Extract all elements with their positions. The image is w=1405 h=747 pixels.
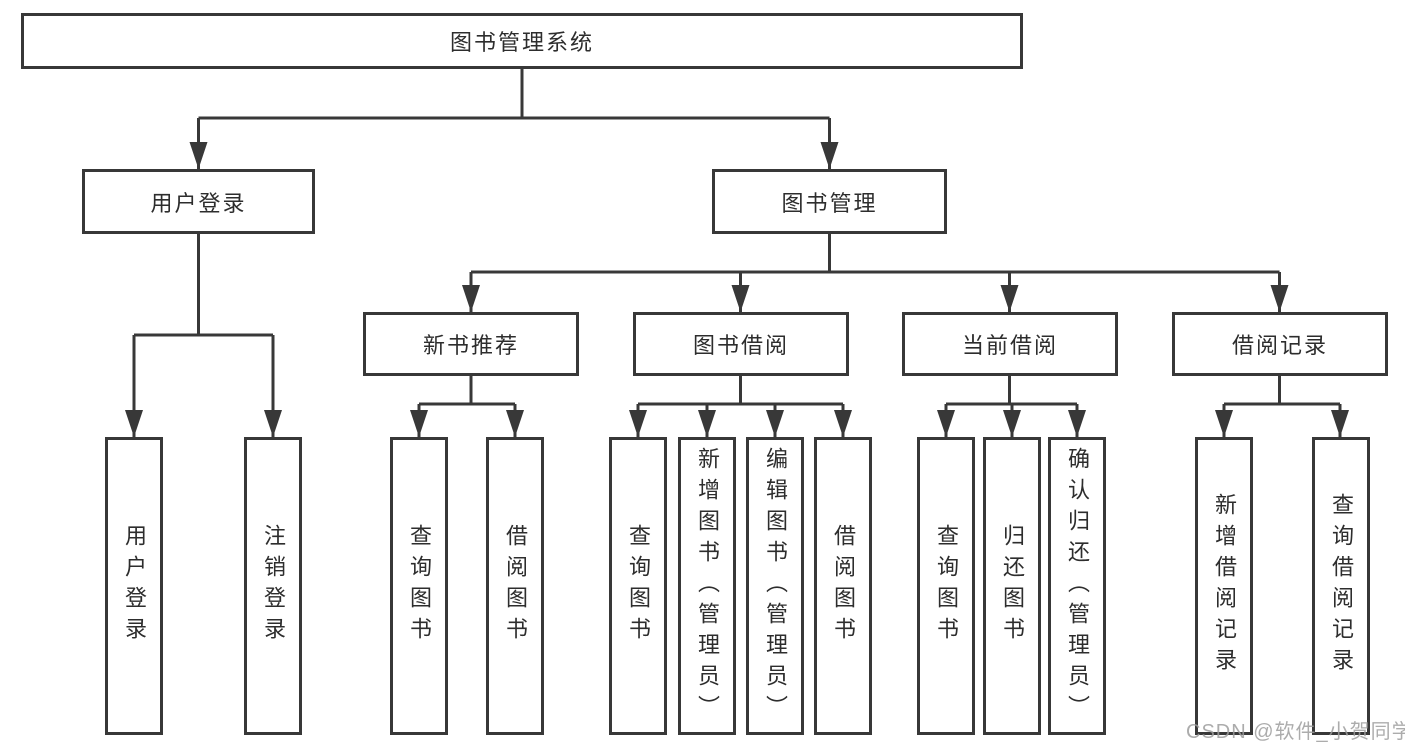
node-borrow-records: 借阅记录 — [1172, 312, 1388, 376]
node-borrow-records-label: 借阅记录 — [1231, 333, 1328, 358]
leaf-current-query-book-label: 查询图书 — [934, 524, 959, 648]
node-new-book-recommend: 新书推荐 — [363, 312, 579, 376]
connector-current-borrow-to-leaves — [937, 376, 1086, 437]
node-current-borrow: 当前借阅 — [902, 312, 1118, 376]
leaf-user-login: 用户登录 — [105, 437, 163, 735]
node-user-login-label: 用户登录 — [150, 190, 247, 216]
connector-book-mgmt-to-level3 — [462, 234, 1289, 312]
connector-root-to-level2 — [189, 69, 839, 169]
leaf-add-borrow-record-label: 新增借阅记录 — [1212, 493, 1237, 679]
leaf-return-book-label: 归还图书 — [1000, 524, 1025, 648]
leaf-borrow-query-book-label: 查询图书 — [626, 524, 651, 648]
leaf-borrow-book: 借阅图书 — [814, 437, 872, 735]
node-new-book-recommend-label: 新书推荐 — [422, 333, 519, 358]
connector-user-login-to-leaves — [125, 234, 282, 437]
connector-borrow-records-to-leaves — [1215, 376, 1349, 437]
leaf-recommend-borrow-book: 借阅图书 — [486, 437, 544, 735]
node-book-mgmt: 图书管理 — [712, 169, 947, 234]
leaf-borrow-book-label: 借阅图书 — [831, 524, 856, 648]
watermark: CSDN @软件_小贺同学 — [1186, 721, 1405, 743]
leaf-user-login-label: 用户登录 — [122, 524, 147, 648]
leaf-confirm-return-admin-label: 确认归还（管理员） — [1065, 446, 1090, 726]
node-book-borrow-label: 图书借阅 — [692, 333, 789, 358]
leaf-edit-book-admin: 编辑图书（管理员） — [746, 437, 804, 735]
leaf-confirm-return-admin: 确认归还（管理员） — [1048, 437, 1106, 735]
connector-new-book-recommend-to-leaves — [410, 376, 524, 437]
leaf-recommend-query-book-label: 查询图书 — [407, 524, 432, 648]
node-current-borrow-label: 当前借阅 — [961, 333, 1058, 358]
leaf-add-borrow-record: 新增借阅记录 — [1195, 437, 1253, 735]
node-root: 图书管理系统 — [21, 13, 1023, 69]
leaf-recommend-borrow-book-label: 借阅图书 — [503, 524, 528, 648]
leaf-add-book-admin-label: 新增图书（管理员） — [695, 446, 720, 726]
connector-book-borrow-to-leaves — [629, 376, 852, 437]
leaf-borrow-query-book: 查询图书 — [609, 437, 667, 735]
leaf-return-book: 归还图书 — [983, 437, 1041, 735]
leaf-logout-label: 注销登录 — [261, 524, 286, 648]
leaf-add-book-admin: 新增图书（管理员） — [678, 437, 736, 735]
leaf-query-borrow-record-label: 查询借阅记录 — [1329, 493, 1354, 679]
leaf-query-borrow-record: 查询借阅记录 — [1312, 437, 1370, 735]
node-root-label: 图书管理系统 — [449, 30, 594, 55]
node-book-borrow: 图书借阅 — [633, 312, 849, 376]
leaf-current-query-book: 查询图书 — [917, 437, 975, 735]
leaf-recommend-query-book: 查询图书 — [390, 437, 448, 735]
node-user-login: 用户登录 — [82, 169, 315, 234]
leaf-logout: 注销登录 — [244, 437, 302, 735]
node-book-mgmt-label: 图书管理 — [781, 190, 878, 216]
leaf-edit-book-admin-label: 编辑图书（管理员） — [763, 446, 788, 726]
